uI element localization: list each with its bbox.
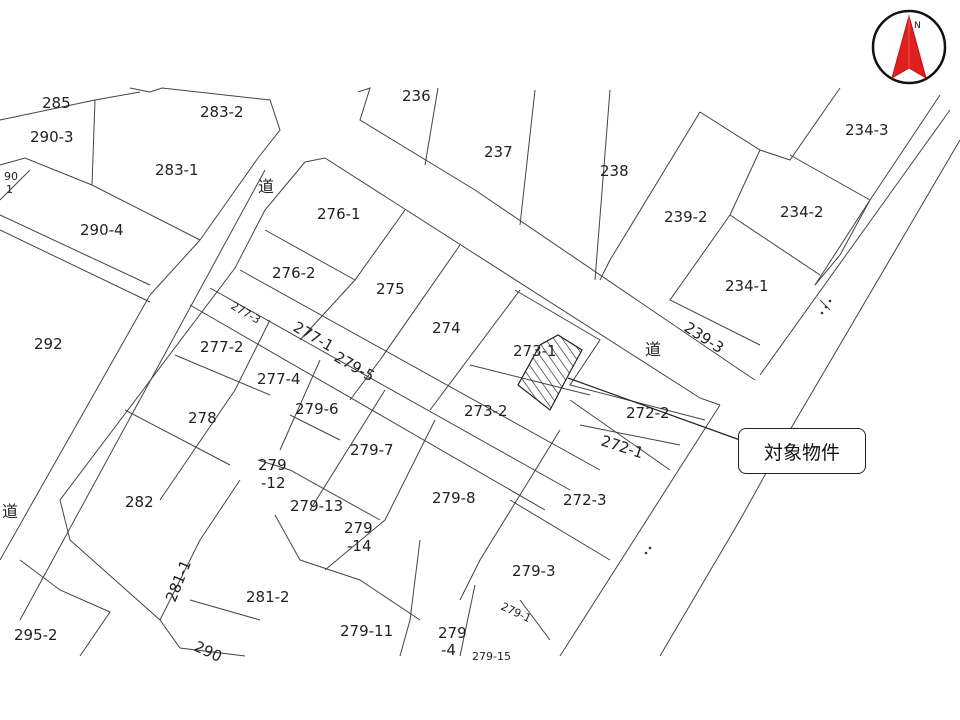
- plot-281-1: 281-1: [162, 557, 195, 604]
- plot-272-2: 272-2: [626, 404, 670, 422]
- plot-290-1-b: 1: [6, 183, 13, 196]
- plot-279-14-a: 279: [344, 519, 373, 537]
- plot-279-1: 279-1: [499, 600, 533, 625]
- plot-239-2: 239-2: [664, 208, 708, 226]
- plot-234-1: 234-1: [725, 277, 769, 295]
- parcel-boundaries: [0, 87, 960, 657]
- plot-274: 274: [432, 319, 461, 337]
- plot-282: 282: [125, 493, 154, 511]
- plot-279-15: 279-15: [472, 650, 511, 663]
- plot-279-13: 279-13: [290, 497, 343, 515]
- plot-236: 236: [402, 87, 431, 105]
- plot-234-2: 234-2: [780, 203, 824, 221]
- plot-279-6: 279-6: [295, 400, 339, 418]
- callout-label: 対象物件: [763, 441, 840, 464]
- plot-276-2: 276-2: [272, 264, 316, 282]
- plot-238: 238: [600, 162, 629, 180]
- plot-279-11: 279-11: [340, 622, 393, 640]
- plot-273-1: 273-1: [513, 342, 557, 360]
- plot-labels: 285 283-2 290-3 283-1 90 1 290-4 292 236…: [2, 87, 889, 666]
- plot-279-8: 279-8: [432, 489, 476, 507]
- plot-239-3: 239-3: [681, 318, 727, 357]
- plot-290-b: 290: [191, 637, 225, 665]
- plot-237: 237: [484, 143, 513, 161]
- road-label-top: 道: [258, 177, 274, 196]
- plot-295-2: 295-2: [14, 626, 58, 644]
- plot-279-7: 279-7: [350, 441, 394, 459]
- subject-property: [517, 334, 583, 411]
- plot-277-4: 277-4: [257, 370, 301, 388]
- plot-277-1: 277-1: [290, 318, 337, 355]
- plot-276-1: 276-1: [317, 205, 361, 223]
- plot-292: 292: [34, 335, 63, 353]
- subject-property-callout: 対象物件: [738, 428, 866, 474]
- plot-272-3: 272-3: [563, 491, 607, 509]
- plot-290-4: 290-4: [80, 221, 124, 239]
- plot-273-2: 273-2: [464, 402, 508, 420]
- plot-279-3: 279-3: [512, 562, 556, 580]
- north-arrow-icon: N: [870, 8, 948, 86]
- plot-283-1: 283-1: [155, 161, 199, 179]
- north-label: N: [914, 21, 921, 31]
- cadastral-map: 285 283-2 290-3 283-1 90 1 290-4 292 236…: [0, 86, 960, 666]
- plot-283-2: 283-2: [200, 103, 244, 121]
- plot-277-2: 277-2: [200, 338, 244, 356]
- plot-275: 275: [376, 280, 405, 298]
- plot-278: 278: [188, 409, 217, 427]
- plot-279-5: 279-5: [331, 348, 378, 385]
- plot-279-12-a: 279: [258, 456, 287, 474]
- plot-290-1-a: 90: [4, 170, 18, 183]
- road-label-left: 道: [2, 502, 18, 521]
- callout-leader-line: [567, 377, 741, 441]
- plot-234-3: 234-3: [845, 121, 889, 139]
- plot-281-2: 281-2: [246, 588, 290, 606]
- plot-279-12-b: -12: [261, 474, 286, 492]
- plot-279-14-b: -14: [347, 537, 372, 555]
- road-dots: [644, 299, 832, 555]
- plot-279-4-a: 279: [438, 624, 467, 642]
- road-label-right: 道: [645, 340, 661, 359]
- plot-279-4-b: -4: [441, 641, 456, 659]
- plot-290-3: 290-3: [30, 128, 74, 146]
- plot-277-3: 277-3: [229, 299, 263, 326]
- plot-285: 285: [42, 94, 71, 112]
